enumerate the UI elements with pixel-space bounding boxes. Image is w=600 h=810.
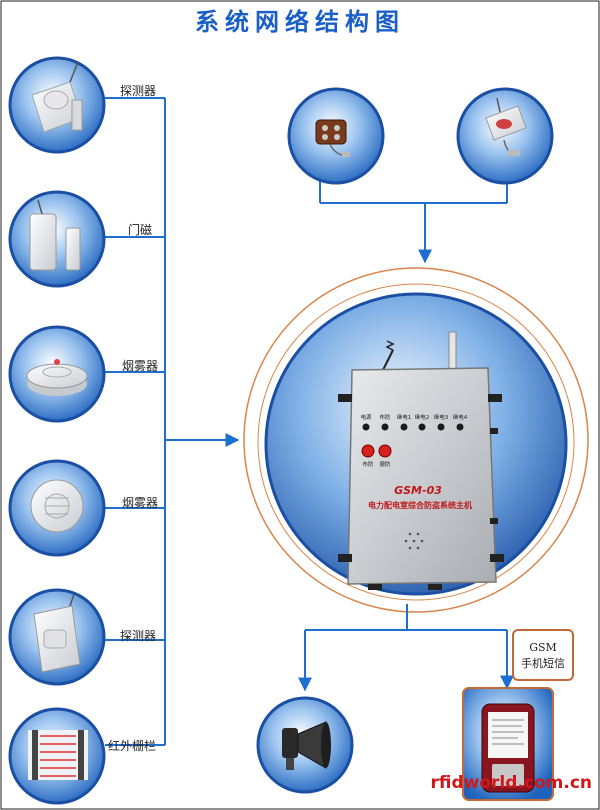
mobile-phone-icon (481, 703, 535, 793)
gsm-box-line2: 手机短信 (521, 656, 565, 670)
sensor-label-2: 门磁 (128, 222, 152, 237)
host-name: 电力配电室综合防盗系统主机 (368, 500, 472, 510)
smoke-detector-icon (26, 359, 88, 396)
sensor-item-5 (8, 588, 106, 686)
sensor-label-4: 烟雾器 (122, 496, 158, 510)
indicator-label-relay1: 继电1 (397, 413, 412, 421)
indicator-label-relay4: 继电4 (453, 413, 468, 421)
watermark: rfidworld.com.cn (431, 773, 592, 793)
gsm-host-device: 电源 布防 继电1 继电2 继电3 继电4 布防 撤防 GSM-03 电力配电室… (338, 331, 504, 590)
sensor-item-4 (8, 459, 106, 557)
indicator-label-power: 电源 (360, 413, 372, 421)
indicator-label-relay2: 继电2 (415, 413, 430, 421)
sensor-label-6: 红外栅栏 (108, 738, 156, 753)
siren-icon (282, 721, 331, 770)
remote-item-1 (287, 87, 385, 185)
speaker-grille (404, 532, 424, 550)
sensor-item-1 (8, 56, 106, 154)
indicator-led-relay3 (437, 423, 445, 431)
remote-connector (319, 180, 508, 264)
sensor-item-2 (8, 190, 106, 288)
gsm-sms-box: GSM 手机短信 (512, 629, 574, 681)
sensor-label-3: 烟雾器 (122, 359, 158, 373)
smoke-detector-icon (30, 479, 84, 533)
host-model: GSM-03 (394, 484, 442, 497)
indicator-led-power (362, 423, 370, 431)
sensor-label-5: 探测器 (120, 629, 156, 643)
indicator-led-relay2 (418, 423, 426, 431)
indicator-led-relay1 (400, 423, 408, 431)
sensor-item-3 (8, 325, 106, 423)
door-magnet-icon (29, 199, 81, 271)
remote-control-icon (315, 119, 350, 157)
arm-button-label: 布防 (362, 460, 374, 468)
indicator-led-arm (381, 423, 389, 431)
disarm-button[interactable] (378, 444, 392, 458)
disarm-button-label: 撤防 (379, 460, 391, 468)
sensor-item-6 (8, 707, 106, 805)
sensor-bus (105, 97, 240, 746)
remote-item-2 (456, 87, 554, 185)
indicator-label-relay3: 继电3 (434, 413, 449, 421)
wireless-remote-icon (485, 97, 527, 156)
arm-button[interactable] (361, 444, 375, 458)
indicator-led-relay4 (456, 423, 464, 431)
siren-output (256, 696, 354, 794)
infrared-fence-icon (28, 730, 88, 780)
motion-detector-icon (31, 61, 83, 133)
motion-detector-icon (33, 593, 81, 673)
phone-output (462, 687, 554, 801)
sensor-label-1: 探测器 (120, 84, 156, 98)
indicator-label-arm: 布防 (379, 413, 391, 421)
diagram-title: 系统网络结构图 (195, 8, 405, 36)
output-connector (298, 604, 514, 692)
gsm-box-line1: GSM (529, 641, 557, 654)
